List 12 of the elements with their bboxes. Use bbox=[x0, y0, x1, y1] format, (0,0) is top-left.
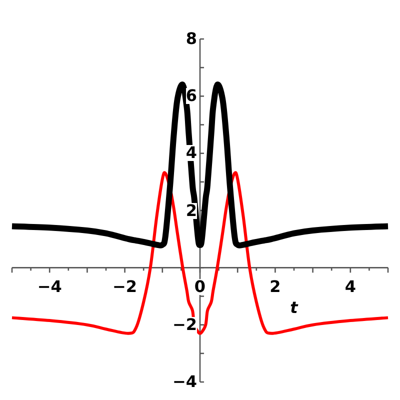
tick-label: 2 bbox=[186, 202, 197, 218]
tick-label: −4 bbox=[37, 278, 62, 295]
tick-label: 0 bbox=[194, 278, 206, 295]
tick-label: 2 bbox=[270, 278, 281, 295]
tick-label: 6 bbox=[186, 88, 197, 104]
tick-label: 4 bbox=[186, 145, 197, 162]
tick-label: −2 bbox=[172, 316, 197, 333]
tick-label: −2 bbox=[112, 278, 138, 295]
axis-label: t bbox=[290, 300, 298, 316]
tick-label: 4 bbox=[344, 278, 356, 295]
tick-label: −4 bbox=[172, 374, 197, 390]
tick-label: 8 bbox=[186, 31, 197, 47]
